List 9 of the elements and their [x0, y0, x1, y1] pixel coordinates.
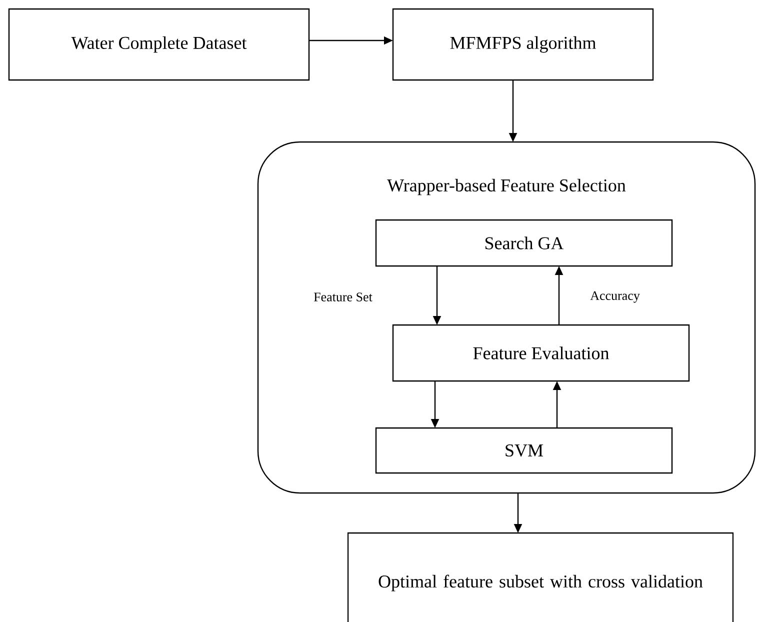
- process-box: Feature Evaluation: [392, 324, 690, 382]
- process-box: Search GA: [375, 219, 673, 267]
- group-heading: Wrapper-based Feature Selection: [387, 178, 626, 196]
- process-box: MFMFPS algorithm: [392, 8, 654, 81]
- process-box: Water Complete Dataset: [8, 8, 310, 81]
- edge-label: Feature Set: [312, 292, 374, 302]
- output-box: Optimal feature subset with cross validation: [347, 532, 734, 622]
- edge-label: Accuracy: [589, 290, 641, 304]
- process-box: SVM: [375, 427, 673, 474]
